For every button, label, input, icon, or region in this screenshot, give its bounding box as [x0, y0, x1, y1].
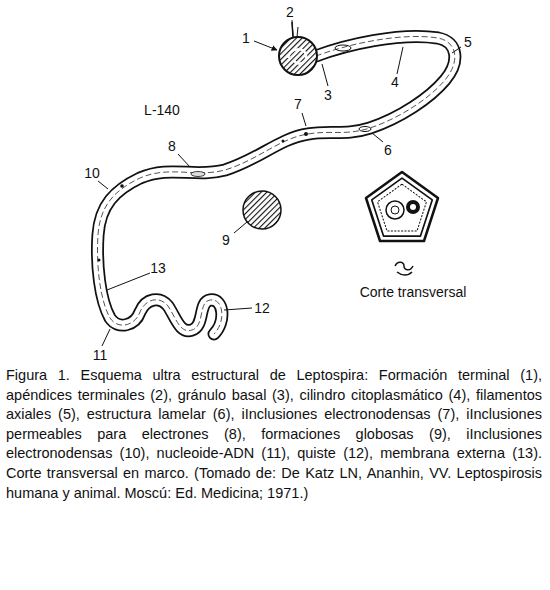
callout-number: 5	[464, 35, 472, 49]
figure-label: L-140	[144, 103, 180, 117]
figure-label: Corte transversal	[360, 285, 467, 299]
callout-number: 7	[294, 97, 302, 111]
figure-caption: Figura 1. Esquema ultra estructural de L…	[6, 366, 542, 503]
callout-number: 4	[391, 75, 399, 89]
callout-number: 8	[168, 139, 176, 153]
callout-number: 12	[254, 301, 270, 315]
callout-number: 2	[286, 5, 294, 19]
callout-number: 11	[93, 348, 108, 362]
callout-number: 13	[150, 261, 166, 275]
callout-number: 10	[84, 166, 100, 180]
cross-section	[366, 172, 438, 241]
callout-number: 1	[242, 31, 250, 45]
globose-formation	[243, 191, 281, 229]
callout-number: 9	[222, 233, 230, 247]
callout-number: 3	[324, 88, 332, 102]
callout-number: 6	[384, 143, 392, 157]
small-cross-section	[395, 262, 413, 275]
terminal-formation	[279, 22, 317, 75]
